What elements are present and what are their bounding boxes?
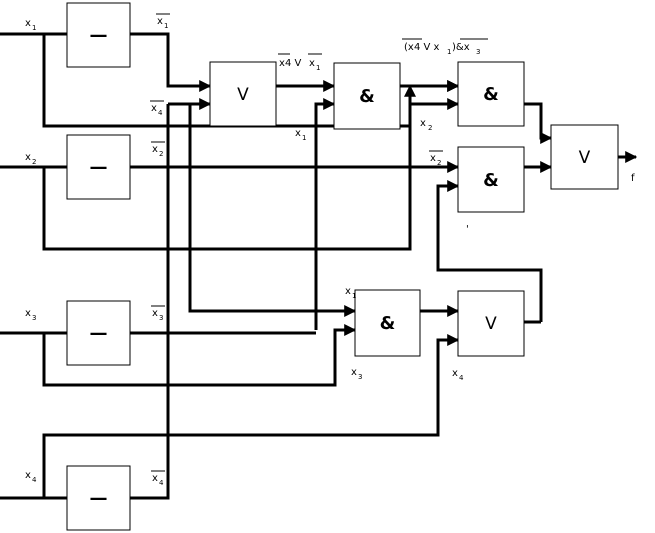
svg-text:x: x: [25, 308, 31, 319]
label-not-x2: x 2: [151, 141, 165, 158]
svg-text:1: 1: [316, 64, 320, 72]
svg-text:3: 3: [476, 48, 480, 56]
wire-x3-branch: [42, 324, 357, 387]
svg-text:x: x: [452, 368, 458, 379]
not-gate-x1: —: [66, 2, 131, 68]
or-gate-final-symbol: V: [579, 148, 591, 168]
svg-text:x: x: [420, 118, 426, 129]
svg-text:3: 3: [32, 314, 36, 322]
wire-or-mid-to-and2: [436, 180, 543, 322]
svg-text:)&x: )&x: [452, 42, 470, 53]
svg-text:x: x: [345, 286, 351, 297]
or-gate-1: V: [209, 61, 277, 127]
svg-text:x: x: [152, 144, 158, 155]
svg-text:3: 3: [159, 314, 163, 322]
wire-notx2-to-and-top: [314, 98, 336, 330]
label-not-x1: x 1: [156, 13, 170, 30]
label-output-f: f: [631, 173, 635, 184]
label-x2-input: x 2: [25, 152, 36, 166]
label-x4-input: x 4: [25, 470, 37, 484]
not-gate-x3-symbol: —: [90, 323, 108, 344]
label-x4-or-mid: x 4: [452, 368, 464, 382]
wire-and1-to-or-final: [524, 102, 553, 144]
svg-text:1: 1: [302, 134, 306, 142]
label-x3-input: x 3: [25, 308, 36, 322]
svg-text:x: x: [430, 153, 436, 164]
svg-text:x: x: [351, 367, 357, 378]
wire-notx1-to-or1: [130, 32, 212, 92]
and-gate-mid-symbol: &: [380, 313, 396, 334]
svg-text:3: 3: [358, 373, 362, 381]
not-gate-x2-symbol: —: [90, 157, 108, 178]
or-gate-mid-symbol: V: [485, 314, 497, 334]
or-gate-final: V: [550, 124, 619, 190]
svg-text:4 V: 4 V: [285, 58, 302, 69]
not-gate-x2: —: [66, 134, 131, 200]
svg-text:4: 4: [32, 476, 37, 484]
svg-text:4 V x: 4 V x: [414, 42, 440, 53]
label-not-x1-and-top: x 1: [294, 125, 308, 142]
svg-text:2: 2: [437, 159, 441, 167]
wire-x4-branch: [42, 334, 460, 498]
label-not-x3: x 3: [151, 305, 165, 322]
svg-text:1: 1: [447, 48, 451, 56]
svg-text:2: 2: [428, 124, 432, 132]
svg-text:x: x: [152, 308, 158, 319]
or-gate-mid: V: [457, 290, 525, 357]
or-gate-1-symbol: V: [237, 85, 249, 105]
svg-text:x: x: [25, 470, 31, 481]
svg-text:4: 4: [459, 374, 464, 382]
and-gate-2: &: [457, 146, 525, 213]
not-gate-x3: —: [66, 300, 131, 366]
svg-text:1: 1: [32, 24, 36, 32]
label-not-x2-and2: x 2: [429, 150, 443, 167]
svg-text:1: 1: [352, 292, 356, 300]
svg-text:4: 4: [158, 109, 163, 117]
and-gate-1-symbol: &: [483, 84, 499, 105]
svg-text:x: x: [151, 103, 157, 114]
label-x2-and1: x 2: [420, 118, 432, 132]
label-x1-input: x 1: [25, 18, 36, 32]
svg-text:x: x: [309, 58, 315, 69]
and-gate-mid: &: [354, 289, 421, 357]
svg-text:1: 1: [164, 22, 168, 30]
svg-text:x: x: [279, 58, 285, 69]
label-tick-mark: ': [466, 224, 469, 235]
svg-text:x: x: [295, 128, 301, 139]
svg-text:x: x: [25, 18, 31, 29]
and-gate-top-symbol: &: [359, 86, 375, 107]
svg-text:x: x: [157, 16, 163, 27]
svg-text:x: x: [152, 473, 158, 484]
label-x3-and-mid: x 3: [351, 367, 362, 381]
not-gate-x4-symbol: —: [90, 488, 108, 509]
svg-text:4: 4: [159, 479, 164, 487]
wire-x2-branch: [42, 98, 460, 251]
wire-x1-to-and-mid: [188, 104, 357, 317]
svg-text:2: 2: [32, 158, 36, 166]
and-gate-2-symbol: &: [483, 170, 499, 191]
not-gate-x1-symbol: —: [90, 25, 108, 46]
svg-text:(x: (x: [404, 42, 414, 53]
label-expr-and-top: (x 4 V x 1 )&x 3: [402, 38, 488, 56]
wires: [0, 32, 638, 500]
wire-notx4-bus: [130, 104, 170, 500]
and-gate-1: &: [457, 61, 525, 127]
not-gate-x4: —: [66, 465, 131, 531]
label-expr-or1: x 4 V x 1: [278, 53, 322, 72]
svg-text:x: x: [25, 152, 31, 163]
label-not-x4-b: x 4: [151, 470, 165, 487]
label-not-x4-a: x 4: [150, 100, 164, 117]
svg-text:2: 2: [159, 150, 163, 158]
and-gate-top: &: [333, 62, 401, 130]
label-x1-and-mid: x 1: [345, 286, 356, 300]
